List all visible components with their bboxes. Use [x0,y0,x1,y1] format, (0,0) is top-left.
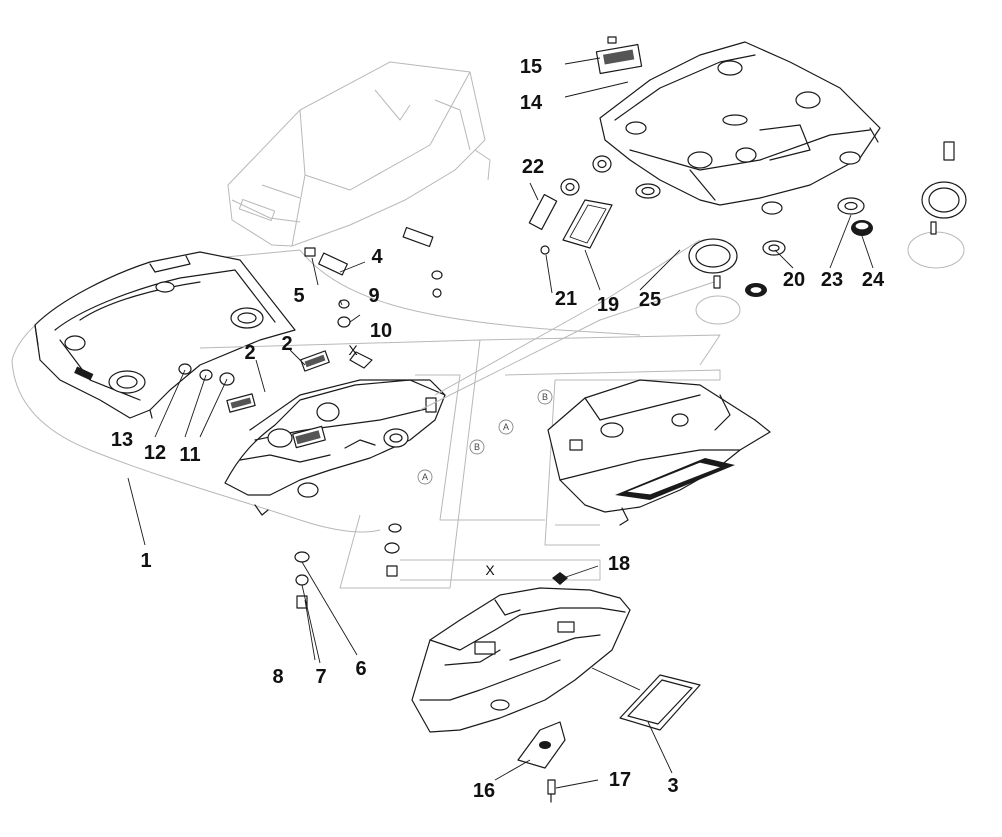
ref-label-b2: B [542,392,548,402]
callout-2-left: 2 [244,342,255,364]
callout-19: 19 [597,294,619,316]
callout-11: 11 [179,444,200,466]
callout-8: 8 [272,666,283,688]
ref-label-a2: A [503,422,509,432]
callout-7: 7 [315,666,326,688]
callout-9: 9 [368,285,379,307]
leader-lines [127,57,874,789]
callout-16: 16 [473,780,495,802]
ref-mark-x1: X [348,342,358,358]
ref-circle-b1 [469,439,485,455]
callout-24: 24 [862,269,885,291]
callout-10: 10 [370,320,392,342]
parcel-shelf-right [599,41,881,206]
callout-4: 4 [371,246,383,268]
callout-5: 5 [293,285,304,307]
floor-panel [411,587,631,733]
ref-circle-a2 [498,419,514,435]
callout-21: 21 [555,288,577,310]
callout-12: 12 [144,442,166,464]
reference-tags: A B A B X X [348,342,553,578]
reference-frames [199,239,721,589]
callout-22: 22 [522,156,544,178]
rear-shelf-assembly [227,61,491,247]
callout-13: 13 [111,429,133,451]
ref-label-b1: B [474,442,480,452]
callout-17: 17 [609,769,631,791]
callout-6: 6 [355,658,366,680]
callout-1: 1 [140,550,151,572]
ref-circle-a1 [417,469,433,485]
ref-circle-b2 [537,389,553,405]
callout-23: 23 [821,269,843,291]
hardware-items [178,36,967,803]
ref-label-a1: A [422,472,428,482]
callout-18: 18 [608,553,630,575]
callout-25: 25 [639,289,661,311]
callout-14: 14 [520,92,543,114]
callout-20: 20 [783,269,805,291]
center-panel [224,350,446,516]
ref-mark-x2: X [485,562,495,578]
callout-2-right: 2 [281,333,292,355]
callout-3: 3 [667,775,678,797]
tray-panel [547,379,771,526]
headliner-panel-left [34,251,296,419]
callout-15: 15 [520,56,542,78]
callout-labels: 1 2 2 3 4 5 6 7 8 9 10 11 12 13 14 15 16… [111,56,885,802]
